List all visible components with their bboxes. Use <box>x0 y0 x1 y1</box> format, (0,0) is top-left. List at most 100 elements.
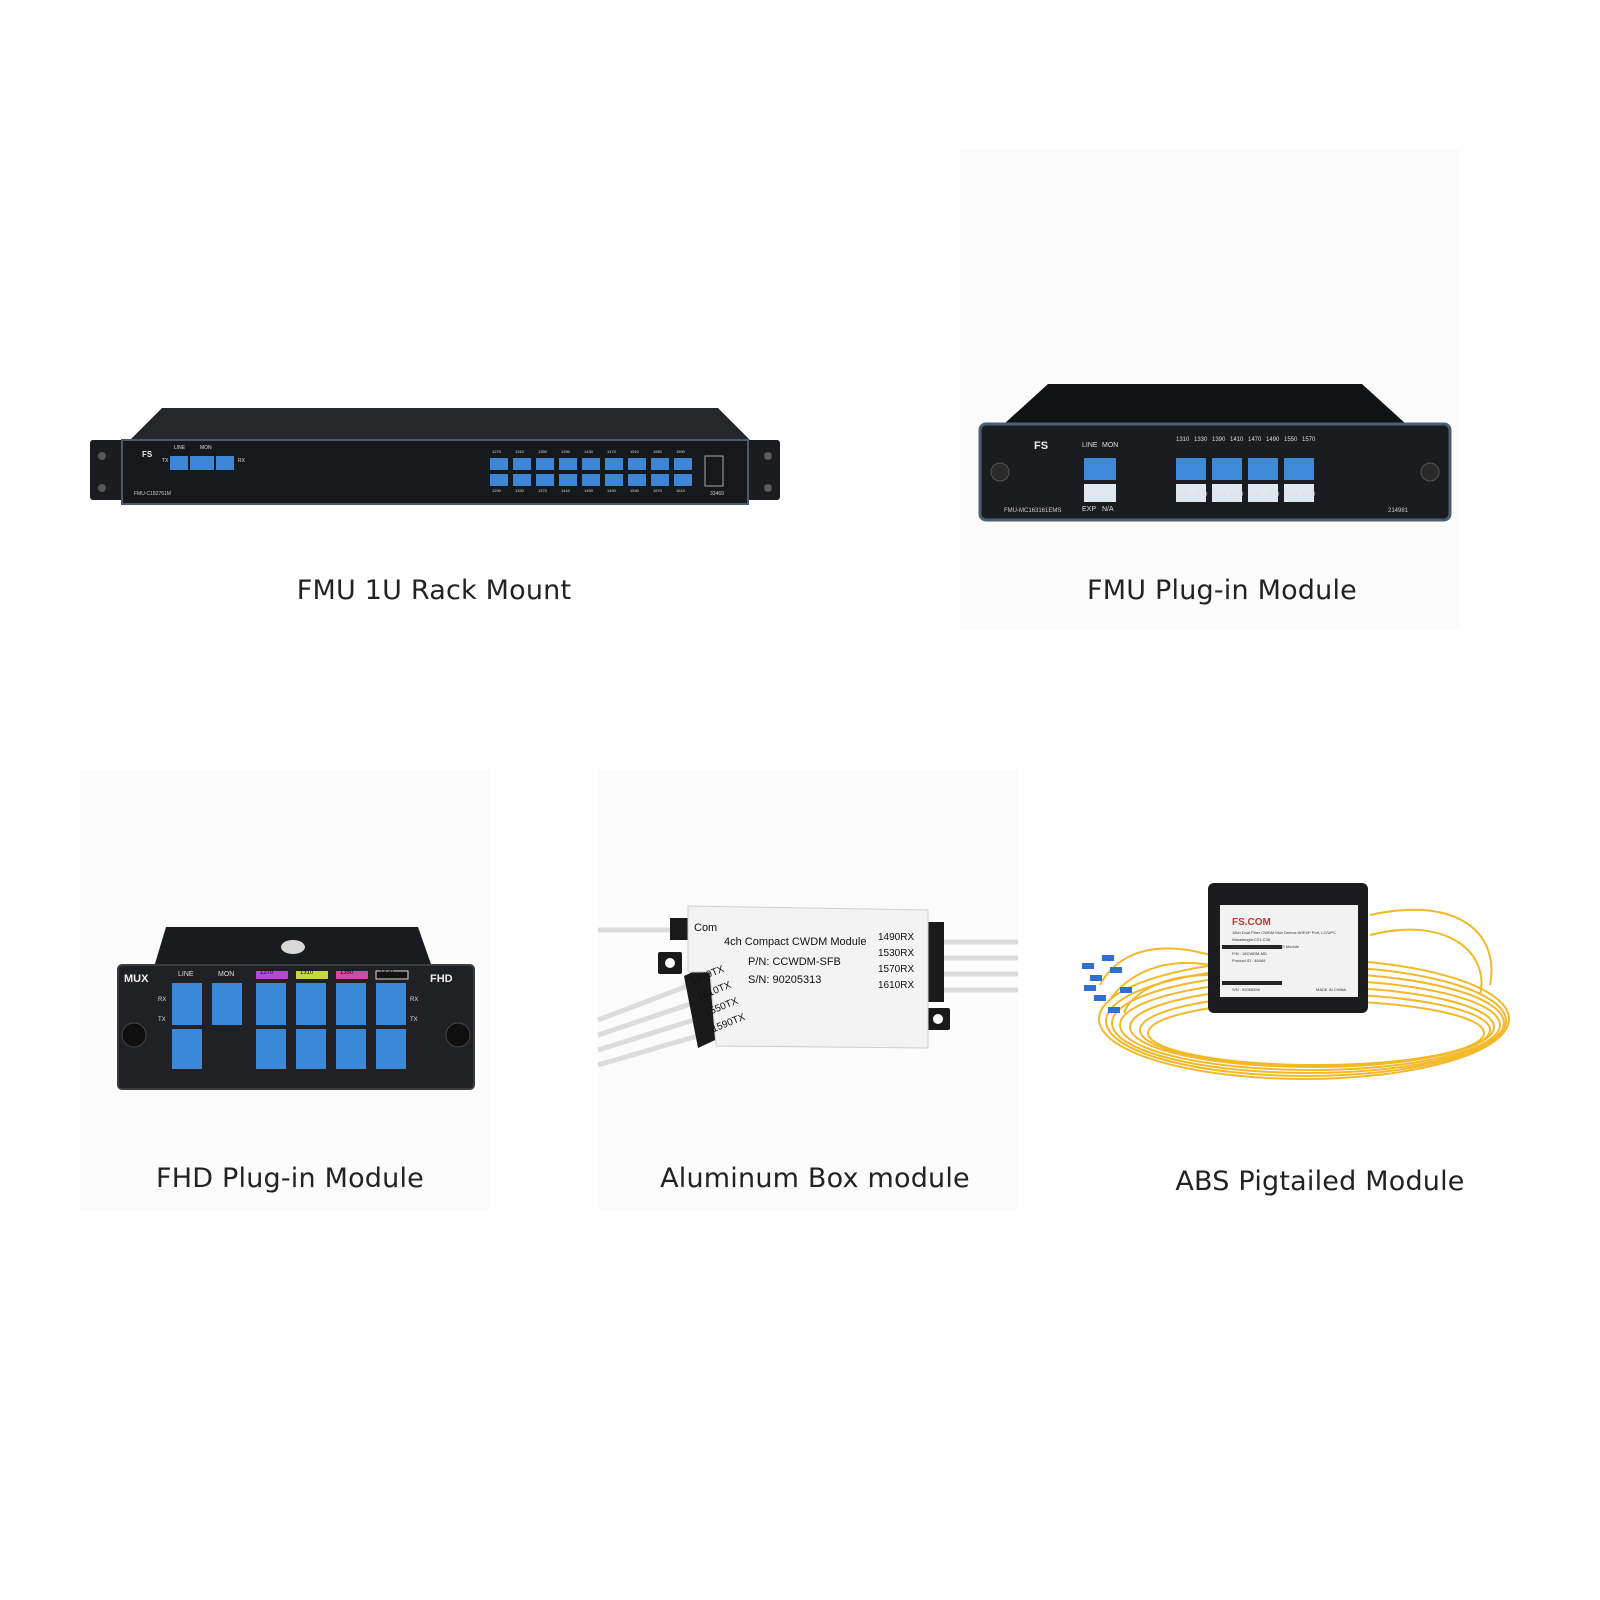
aluminum-title-label: 4ch Compact CWDM Module <box>724 936 867 948</box>
rack-adapter-bottom <box>559 474 577 486</box>
fmu-1u-adapter-grid <box>490 458 692 486</box>
fmu-plugin-illustration <box>978 384 1452 522</box>
caption-fhd-plug-in-module: FHD Plug-in Module <box>156 1163 424 1194</box>
fmu-1u-serial-label: 33469 <box>710 491 724 497</box>
fhd-mon-label: MON <box>218 971 235 978</box>
abs-pigtailed-illustration <box>1082 883 1510 1080</box>
rack-top-channel-label: 1270 <box>492 449 501 454</box>
plugin-top-channel-label: 1550 <box>1284 437 1298 443</box>
rack-top-channel-label: 1590 <box>676 449 685 454</box>
product-aluminum-box-module: Com 4ch Compact CWDM Module P/N: CCWDM-S… <box>597 900 1038 1090</box>
product-abs-pigtailed-module: FS.COM 18ch Dual Fiber CWDM Mux Demux,W/… <box>1080 875 1520 1095</box>
rack-bottom-channel-label: 1450 <box>584 488 593 493</box>
plugin-adapter-top <box>1212 458 1242 480</box>
rack-adapter-bottom <box>628 474 646 486</box>
rack-adapter-bottom <box>674 474 692 486</box>
plugin-adapter-top <box>1284 458 1314 480</box>
fhd-line-label: LINE <box>178 971 194 978</box>
fmu-plugin-mon-label: MON <box>1102 442 1119 449</box>
rack-adapter-bottom <box>605 474 623 486</box>
plugin-adapter-top <box>1248 458 1278 480</box>
abs-label-lines: 18ch Dual Fiber CWDM Mux Demux,W/EXP Por… <box>1232 929 1360 964</box>
plugin-adapter-bottom <box>1248 484 1278 502</box>
fhd-adapter-bottom <box>336 1029 366 1069</box>
fhd-adapter-grid <box>172 983 406 1069</box>
abs-pn: P/N : 18CWDM-MD <box>1232 951 1267 956</box>
aluminum-pn-label: P/N: CCWDM-SFB <box>748 956 841 968</box>
fhd-channel-label: 1430 <box>380 970 394 976</box>
plugin-bottom-channel-label: 1350 <box>1176 492 1190 498</box>
fhd-adapter-bottom <box>256 1029 286 1069</box>
plugin-adapter-top <box>1176 458 1206 480</box>
fmu-plugin-exp-label: EXP <box>1082 506 1097 513</box>
rack-adapter-bottom <box>536 474 554 486</box>
fhd-adapter-top <box>172 983 202 1025</box>
aluminum-sn-label: S/N: 90205313 <box>748 974 822 986</box>
fhd-channel-label: 1310 <box>300 970 314 976</box>
fhd-adapter-top <box>256 983 286 1025</box>
plugin-bottom-channel-label: 1370 <box>1194 492 1208 498</box>
fhd-fhd-label: FHD <box>430 973 453 985</box>
fhd-adapter-top <box>336 983 366 1025</box>
fmu-1u-mon-label: MON <box>200 445 212 451</box>
rack-adapter-top <box>559 458 577 470</box>
rack-adapter-bottom <box>582 474 600 486</box>
aluminum-rx-port-label: 1610RX <box>878 980 915 991</box>
fhd-adapter-top <box>376 983 406 1025</box>
aluminum-box-illustration <box>597 905 1018 1068</box>
rack-adapter-bottom <box>490 474 508 486</box>
rack-bottom-channel-label: 1530 <box>630 488 639 493</box>
rack-top-channel-label: 1350 <box>538 449 547 454</box>
rack-top-channel-label: 1310 <box>515 449 524 454</box>
rack-adapter-top <box>513 458 531 470</box>
fhd-tx-label-left: TX <box>158 1017 166 1023</box>
plugin-adapter-bottom <box>1212 484 1242 502</box>
fhd-adapter-top <box>296 983 326 1025</box>
fmu-1u-brand-label: FS <box>142 450 153 459</box>
fhd-channel-label: 1270 <box>260 970 274 976</box>
rack-bottom-channel-label: 1370 <box>538 488 547 493</box>
fmu-1u-line-label: LINE <box>174 445 186 451</box>
rack-adapter-top <box>582 458 600 470</box>
plugin-bottom-channel-label: 1510 <box>1248 492 1262 498</box>
rack-bottom-channel-label: 1330 <box>515 488 524 493</box>
fhd-tx-label-right: TX <box>410 1017 418 1023</box>
abs-product-id: Product ID : 46469 <box>1232 958 1266 963</box>
plugin-top-channel-label: 1390 <box>1212 437 1226 443</box>
fhd-rx-label-right: RX <box>410 997 419 1003</box>
abs-line1: 18ch Dual Fiber CWDM Mux Demux,W/EXP Por… <box>1232 930 1336 935</box>
caption-aluminum-box-module: Aluminum Box module <box>660 1163 970 1194</box>
plugin-top-channel-label: 1330 <box>1194 437 1208 443</box>
caption-abs-pigtailed-module: ABS Pigtailed Module <box>1175 1166 1465 1197</box>
rack-bottom-channel-label: 1570 <box>653 488 662 493</box>
plugin-adapter-bottom <box>1176 484 1206 502</box>
plugin-top-channel-label: 1570 <box>1302 437 1316 443</box>
aluminum-rx-port-label: 1570RX <box>878 964 915 975</box>
aluminum-rx-port-label: 1490RX <box>878 932 915 943</box>
rack-adapter-bottom <box>513 474 531 486</box>
rack-adapter-top <box>536 458 554 470</box>
plugin-top-channel-label: 1310 <box>1176 437 1190 443</box>
abs-line3: Housing: Splice pigtailed ABS Module <box>1232 944 1299 949</box>
rack-bottom-channel-label: 1290 <box>492 488 501 493</box>
rack-top-channel-label: 1470 <box>607 449 616 454</box>
product-fmu-plug-in-module: FS LINE MON EXP N/A FMU-MC163161EMS 2149… <box>978 380 1452 525</box>
rack-adapter-bottom <box>651 474 669 486</box>
plugin-top-channel-label: 1490 <box>1266 437 1280 443</box>
fhd-adapter-bottom <box>172 1029 202 1069</box>
fhd-channel-label: 1350 <box>340 970 354 976</box>
fhd-plugin-illustration <box>117 927 475 1090</box>
abs-line2: Wavelength:C21-C36 <box>1232 937 1271 942</box>
rack-bottom-channel-label: 1490 <box>607 488 616 493</box>
fmu-1u-rack-illustration <box>90 408 780 505</box>
fmu-plugin-line-label: LINE <box>1082 442 1098 449</box>
fhd-adapter-bottom <box>296 1029 326 1069</box>
rack-adapter-top <box>651 458 669 470</box>
product-fmu-1u-rack-mount: FS LINE MON TX RX FMU-C182761M 33469 127… <box>90 400 780 510</box>
plugin-bottom-channel-label: 1590 <box>1284 492 1298 498</box>
rack-adapter-top <box>605 458 623 470</box>
rack-adapter-top <box>674 458 692 470</box>
fmu-plugin-model-label: FMU-MC163161EMS <box>1004 508 1062 514</box>
fmu-plugin-na-label: N/A <box>1102 506 1114 513</box>
